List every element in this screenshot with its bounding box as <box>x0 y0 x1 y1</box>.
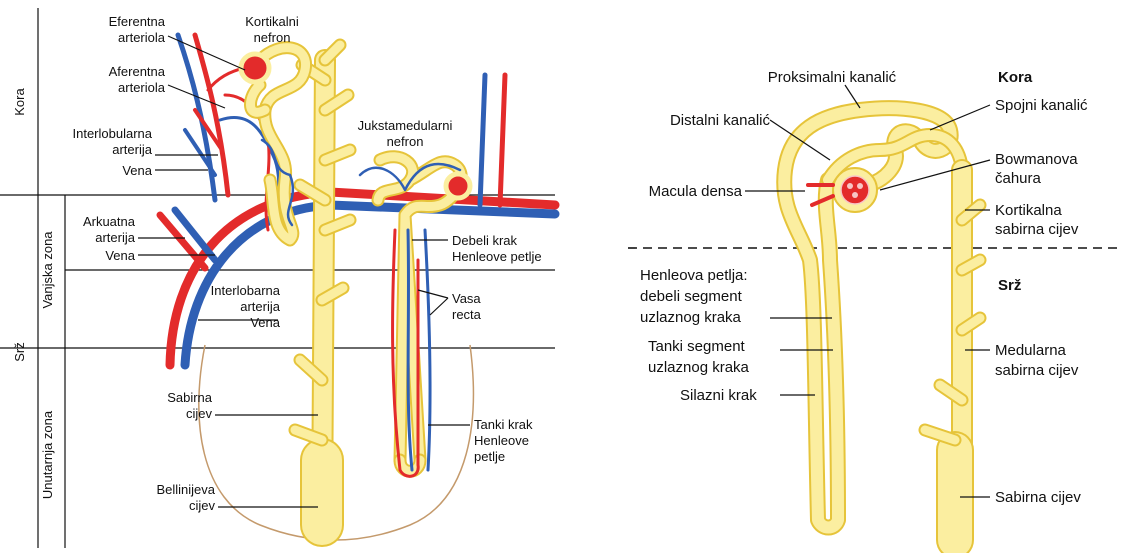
label-interlobularna-1: Interlobularna <box>73 126 153 141</box>
label-bellini-1: Bellinijeva <box>156 482 215 497</box>
label-macula: Macula densa <box>649 183 743 200</box>
label-interlobarna-1: Interlobarna <box>211 283 281 298</box>
label-silazni: Silazni krak <box>680 387 757 404</box>
label-sabirna: Sabirna cijev <box>995 489 1081 506</box>
label-tanki-3: petlje <box>474 449 505 464</box>
label-henle-2: debeli segment <box>640 288 743 305</box>
label-tanki-2: uzlaznog kraka <box>648 359 750 376</box>
label-arkuatna-1: Arkuatna <box>83 214 136 229</box>
label-jukstamedularni-1: Jukstamedularni <box>358 118 453 133</box>
label-spojni: Spojni kanalić <box>995 97 1088 114</box>
label-interlobarna-2: arterija <box>240 299 281 314</box>
label-henle-1: Henleova petlja: <box>640 267 748 284</box>
right-cortex-vessels <box>480 75 505 205</box>
label-kortikalna-2: sabirna cijev <box>995 221 1079 238</box>
label-kortikalna-1: Kortikalna <box>995 202 1062 219</box>
arcuate-vessels <box>160 192 555 365</box>
label-proksimalni: Proksimalni kanalić <box>768 69 897 86</box>
label-tanki-1: Tanki krak <box>474 417 533 432</box>
label-vena-1: Vena <box>122 163 152 178</box>
label-sabirna-2: cijev <box>186 406 213 421</box>
label-arkuatna-2: arterija <box>95 230 136 245</box>
label-vasa-2: recta <box>452 307 482 322</box>
collecting-duct <box>295 45 350 525</box>
label-vena-3: Vena <box>250 315 280 330</box>
label-distalni: Distalni kanalić <box>670 112 771 129</box>
right-labels: Proksimalni kanalić Kora Distalni kanali… <box>640 69 1088 506</box>
label-kora: Kora <box>998 69 1033 86</box>
label-debeli-2: Henleove petlje <box>452 249 542 264</box>
label-bowman-2: čahura <box>995 170 1042 187</box>
label-henle-3: uzlaznog kraka <box>640 309 742 326</box>
glomerulus <box>841 176 869 204</box>
cortical-glomerulus <box>241 54 269 82</box>
zone-label-kora: Kora <box>12 88 27 116</box>
label-eferentna-1: Eferentna <box>109 14 166 29</box>
label-jukstamedularni-2: nefron <box>387 134 424 149</box>
label-vena-2: Vena <box>105 248 135 263</box>
label-eferentna-2: arteriola <box>118 30 166 45</box>
zone-label-unutarnja: Unutarnja zona <box>40 410 55 499</box>
label-kortikalni-1: Kortikalni <box>245 14 299 29</box>
label-sabirna-1: Sabirna <box>167 390 213 405</box>
label-tanki-1: Tanki segment <box>648 338 746 355</box>
label-srz: Srž <box>998 277 1021 294</box>
label-tanki-2: Henleove <box>474 433 529 448</box>
label-bowman-1: Bowmanova <box>995 151 1078 168</box>
right-collecting-duct <box>925 170 980 540</box>
juxtamedullary-glomerulus <box>446 174 470 198</box>
label-debeli-1: Debeli krak <box>452 233 518 248</box>
label-aferentna-2: arteriola <box>118 80 166 95</box>
label-interlobularna-2: arterija <box>112 142 153 157</box>
zone-label-vanjska: Vanjska zona <box>40 231 55 309</box>
label-medularna-2: sabirna cijev <box>995 362 1079 379</box>
label-medularna-1: Medularna <box>995 342 1067 359</box>
label-aferentna-1: Aferentna <box>109 64 166 79</box>
label-vasa-1: Vasa <box>452 291 481 306</box>
label-kortikalni-2: nefron <box>254 30 291 45</box>
label-bellini-2: cijev <box>189 498 216 513</box>
zone-label-srz: Srž <box>12 342 27 362</box>
